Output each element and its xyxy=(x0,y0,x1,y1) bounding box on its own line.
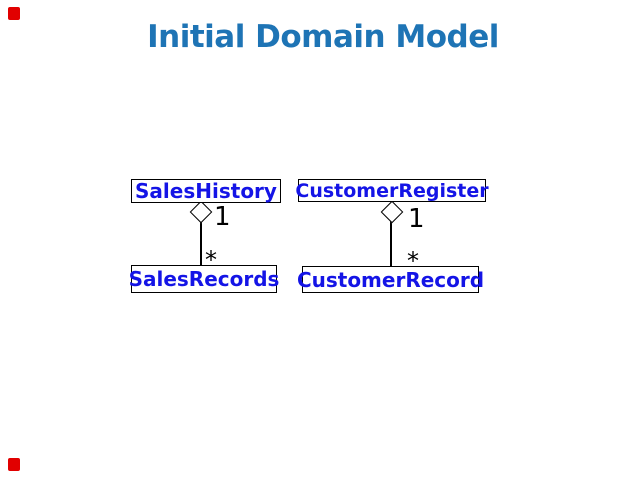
class-name-sales-records: SalesRecords xyxy=(128,267,280,291)
red-corner-marker-bottom-icon xyxy=(8,458,20,471)
slide-title: Initial Domain Model xyxy=(147,19,499,55)
class-box-customer-record: CustomerRecord xyxy=(297,266,484,293)
multiplicity-customer-whole: 1 xyxy=(408,204,425,234)
class-name-customer-register: CustomerRegister xyxy=(295,179,489,202)
class-box-customer-register: CustomerRegister xyxy=(295,179,489,202)
class-name-customer-record: CustomerRecord xyxy=(296,267,485,292)
aggregation-diamond-icon-customer xyxy=(380,200,404,224)
aggregation-diamond-icon-sales xyxy=(189,200,213,224)
multiplicity-sales-whole: 1 xyxy=(214,202,231,232)
class-box-sales-records: SalesRecords xyxy=(128,265,280,293)
association-line-customer xyxy=(390,212,392,266)
association-line-sales xyxy=(200,212,202,265)
class-name-sales-history: SalesHistory xyxy=(135,179,277,203)
red-corner-marker-top-icon xyxy=(8,7,20,20)
class-box-sales-history: SalesHistory xyxy=(131,179,281,203)
